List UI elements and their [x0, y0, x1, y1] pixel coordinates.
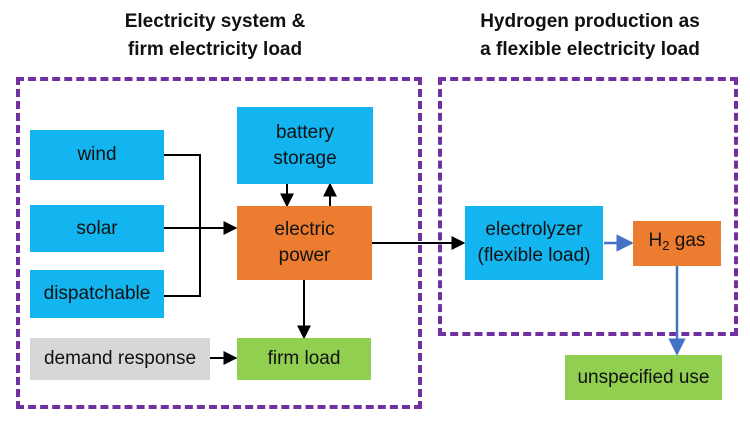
heading-hydrogen-production-line1: Hydrogen production as	[480, 11, 700, 32]
h2-subscript: 2	[662, 238, 670, 253]
hydrogen-production-region	[438, 77, 738, 336]
demand-response-node: demand response	[30, 338, 210, 380]
firm-load-label: firm load	[267, 348, 341, 369]
electrolyzer-label-line2: (flexible load)	[477, 245, 591, 266]
h2-gas-label: H2 gas	[649, 228, 706, 259]
battery-storage-label-line1: battery	[275, 121, 335, 143]
firm-load-node: firm load	[237, 338, 371, 380]
wind-to-bus-line	[164, 154, 201, 228]
h2-gas-node: H2 gas	[633, 221, 721, 266]
heading-hydrogen-production-line2: a flexible electricity load	[480, 39, 700, 60]
dispatchable-label: dispatchable	[43, 283, 151, 304]
battery-storage-label-line2: storage	[273, 147, 337, 169]
wind-node: wind	[30, 130, 164, 180]
unspecified-use-node: unspecified use	[565, 355, 722, 400]
unspecified-use-label: unspecified use	[577, 366, 710, 388]
dispatchable-to-bus-line	[164, 228, 201, 297]
wind-label: wind	[77, 144, 117, 165]
battery-storage-node: battery storage	[237, 107, 373, 184]
electrolyzer-node: electrolyzer (flexible load)	[465, 206, 603, 280]
heading-hydrogen-production: Hydrogen production as a flexible electr…	[440, 8, 740, 64]
electrolyzer-label-line1: electrolyzer	[485, 219, 583, 240]
h2-suffix: gas	[669, 230, 706, 251]
electric-power-label-line1: electric	[274, 219, 335, 240]
heading-electricity-system: Electricity system & firm electricity lo…	[70, 8, 360, 64]
electric-power-node: electric power	[237, 206, 372, 280]
heading-electricity-system-line2: firm electricity load	[127, 39, 303, 60]
solar-node: solar	[30, 205, 164, 252]
heading-electricity-system-line1: Electricity system &	[124, 11, 306, 32]
solar-label: solar	[76, 217, 118, 239]
demand-response-label: demand response	[43, 348, 197, 369]
dispatchable-node: dispatchable	[30, 270, 164, 318]
electric-power-label-line2: power	[278, 245, 331, 266]
h2-prefix: H	[648, 230, 663, 251]
